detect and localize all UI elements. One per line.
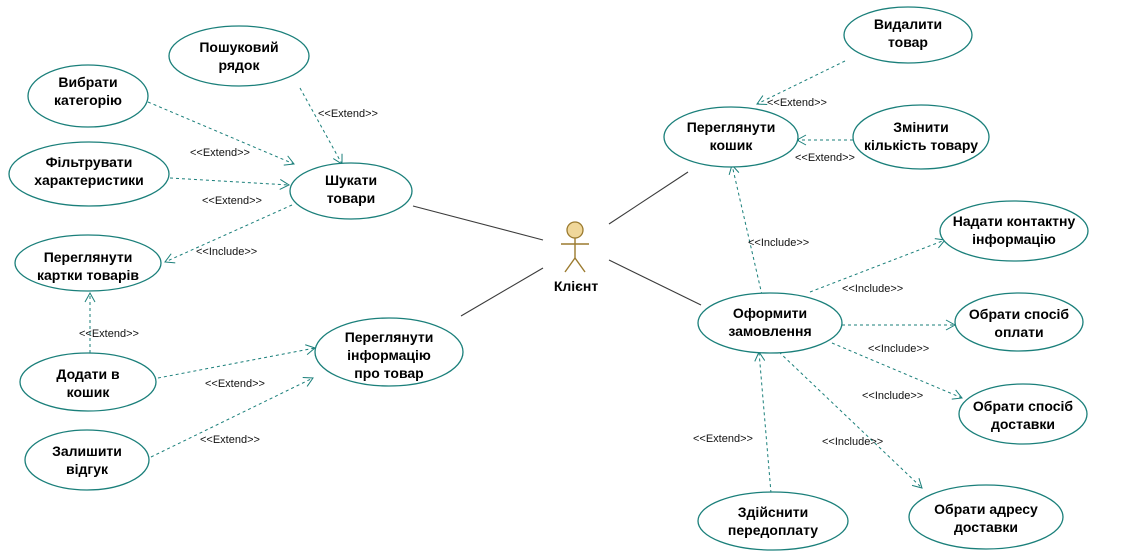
use-case-view-cards-line1: Переглянути	[44, 249, 133, 265]
label-extend-delete: <<Extend>>	[767, 97, 827, 109]
use-case-view-info-line3: про товар	[354, 365, 423, 381]
dep-filter	[169, 177, 291, 190]
actor-client: Клієнт	[554, 221, 599, 294]
use-case-prepayment: Здійснити передоплату	[697, 491, 849, 551]
assoc-view-cart	[608, 171, 689, 225]
use-case-filter-line2: характеристики	[34, 172, 144, 188]
use-case-payment-method: Обрати спосіб оплати	[954, 292, 1084, 352]
label-include-delivery: <<Include>>	[862, 390, 923, 402]
use-case-view-info: Переглянути інформацію про товар	[314, 317, 464, 387]
use-case-add-to-cart-line1: Додати в	[56, 366, 120, 382]
actor-label: Клієнт	[554, 278, 599, 294]
use-case-prepayment-line1: Здійснити	[738, 504, 808, 520]
dep-delete	[756, 60, 846, 106]
actor-figure-icon	[561, 221, 589, 273]
label-include-cards: <<Include>>	[196, 246, 257, 258]
label-extend-filter: <<Extend>>	[202, 195, 262, 207]
use-case-leave-review-line2: відгук	[66, 461, 109, 477]
use-case-search-bar-line2: рядок	[219, 57, 261, 73]
label-extend-qty: <<Extend>>	[795, 152, 855, 164]
use-case-delivery-method: Обрати спосіб доставки	[958, 383, 1088, 445]
label-extend-prepay: <<Extend>>	[693, 433, 753, 445]
dep-prepay	[754, 350, 772, 494]
use-case-search-goods: Шукати товари	[289, 162, 413, 220]
use-case-contact-info-line2: інформацію	[972, 231, 1056, 247]
use-case-place-order-line2: замовлення	[728, 323, 811, 339]
use-case-leave-review-line1: Залишити	[52, 443, 122, 459]
associations	[412, 171, 702, 317]
dep-order-cart	[728, 163, 763, 296]
dep-cards	[164, 204, 293, 264]
label-extend-add-info: <<Extend>>	[205, 378, 265, 390]
label-extend-category: <<Extend>>	[190, 147, 250, 159]
use-case-delete-item-line2: товар	[888, 34, 928, 50]
use-case-search-goods-line2: товари	[327, 190, 376, 206]
use-case-view-cards: Переглянути картки товарів	[14, 234, 162, 292]
use-case-delivery-address-line1: Обрати адресу	[934, 501, 1038, 517]
use-case-place-order: Оформити замовлення	[697, 292, 843, 354]
use-case-prepayment-line2: передоплату	[728, 522, 818, 538]
label-extend-add-cards: <<Extend>>	[79, 328, 139, 340]
use-case-search-bar-line1: Пошуковий	[199, 39, 278, 55]
assoc-search-goods	[412, 205, 544, 241]
dep-category	[147, 101, 295, 166]
dep-search-bar	[299, 87, 343, 165]
use-case-filter-line1: Фільтрувати	[46, 154, 133, 170]
use-case-delivery-address-line2: доставки	[954, 519, 1018, 535]
use-case-place-order-line1: Оформити	[733, 305, 807, 321]
use-case-choose-category-line2: категорію	[54, 92, 122, 108]
use-case-view-cart: Переглянути кошик	[663, 106, 799, 168]
use-case-view-cart-line2: кошик	[710, 137, 754, 153]
use-case-change-qty: Змінити кількість товару	[852, 104, 990, 170]
label-include-contact: <<Include>>	[842, 283, 903, 295]
use-case-delivery-method-line2: доставки	[991, 416, 1055, 432]
use-case-view-cards-line2: картки товарів	[37, 267, 139, 283]
dep-contact	[809, 238, 946, 293]
dependencies	[84, 60, 963, 494]
use-case-contact-info-line1: Надати контактну	[953, 213, 1076, 229]
label-extend-search-bar: <<Extend>>	[318, 108, 378, 120]
use-case-payment-method-line1: Обрати спосіб	[969, 306, 1070, 322]
use-case-choose-category-line1: Вибрати	[58, 74, 117, 90]
use-case-delivery-address: Обрати адресу доставки	[908, 484, 1064, 550]
use-case-change-qty-line2: кількість товару	[864, 137, 978, 153]
dep-review-info	[150, 376, 314, 458]
use-case-add-to-cart: Додати в кошик	[19, 352, 157, 412]
use-case-change-qty-line1: Змінити	[893, 119, 949, 135]
use-case-view-info-line1: Переглянути	[345, 329, 434, 345]
use-case-leave-review: Залишити відгук	[24, 429, 150, 491]
use-case-choose-category: Вибрати категорію	[27, 64, 149, 128]
use-case-search-goods-line1: Шукати	[325, 172, 377, 188]
dep-address	[778, 351, 923, 489]
use-case-payment-method-line2: оплати	[994, 324, 1043, 340]
use-case-delete-item-line1: Видалити	[874, 16, 942, 32]
use-case-view-cart-line1: Переглянути	[687, 119, 776, 135]
use-case-view-info-line2: інформацію	[347, 347, 431, 363]
label-include-order-cart: <<Include>>	[748, 237, 809, 249]
use-case-contact-info: Надати контактну інформацію	[939, 200, 1089, 262]
label-include-address: <<Include>>	[822, 436, 883, 448]
use-case-search-bar: Пошуковий рядок	[168, 25, 310, 87]
use-case-delete-item: Видалити товар	[843, 6, 973, 64]
dep-add-info	[157, 344, 317, 379]
label-extend-review: <<Extend>>	[200, 434, 260, 446]
use-case-delivery-method-line1: Обрати спосіб	[973, 398, 1074, 414]
assoc-place-order	[608, 259, 702, 306]
stereotype-labels: <<Extend>> <<Extend>> <<Extend>> <<Inclu…	[79, 97, 929, 448]
use-case-filter-characteristics: Фільтрувати характеристики	[8, 141, 170, 207]
assoc-view-info	[460, 267, 544, 317]
use-case-add-to-cart-line2: кошик	[67, 384, 111, 400]
label-include-payment: <<Include>>	[868, 343, 929, 355]
